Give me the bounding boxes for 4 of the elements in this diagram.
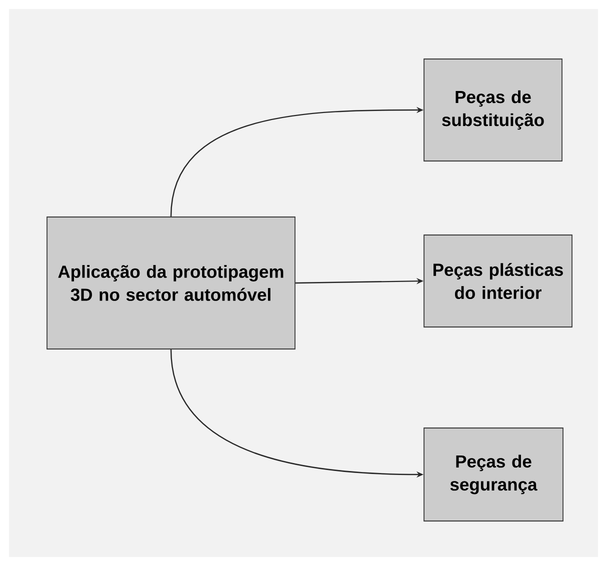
process-box: Aplicação da prototipagem 3D no sector automóvel: [46, 216, 296, 350]
process-box: Peças de substituição: [424, 58, 562, 162]
process-box: Peças de segurança: [424, 428, 564, 522]
process-box: Peças plásticas do interior: [424, 234, 572, 328]
